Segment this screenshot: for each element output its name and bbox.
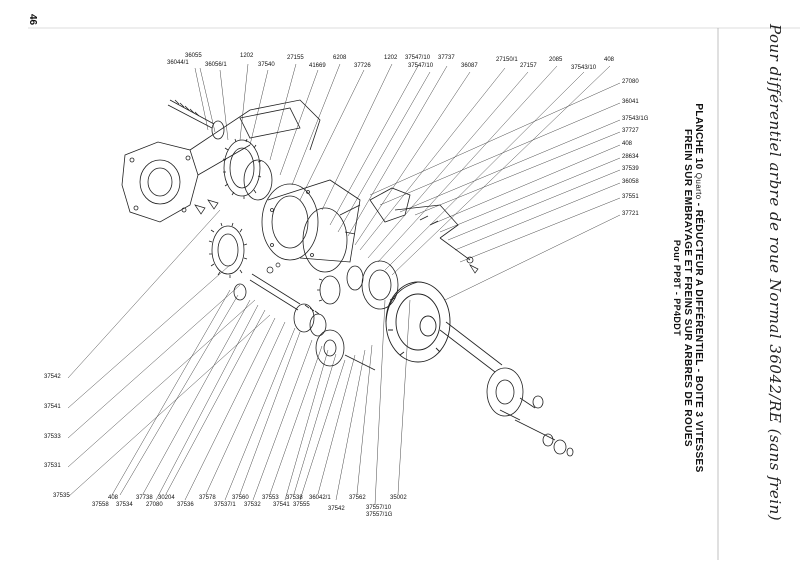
plate-title: PLANCHE 10 Quarto - RÉDUCTEUR A DIFFÉREN… — [672, 92, 704, 484]
part-label: 1202 — [240, 53, 254, 59]
part-label: 37543/1G — [622, 116, 649, 122]
spider-gears — [317, 260, 399, 310]
part-label: 27157 — [520, 63, 537, 69]
part-label: 1202 — [384, 55, 398, 61]
part-label: 36041 — [622, 99, 639, 105]
output-axle — [439, 321, 574, 457]
part-label: 37558 — [92, 502, 109, 508]
part-label: 37534 — [116, 502, 133, 508]
part-label: 37557/10 — [366, 505, 392, 511]
part-label: 37535 — [53, 493, 70, 499]
part-label: 28634 — [622, 154, 639, 160]
part-label: 37551 — [622, 194, 639, 200]
part-label: 37547/10 — [408, 63, 434, 69]
part-label: 37553 — [262, 495, 279, 501]
part-label: 36042/1 — [309, 495, 331, 501]
part-label: 37538 — [286, 495, 303, 501]
part-label: 37727 — [622, 128, 639, 134]
part-label: 30204 — [158, 495, 175, 501]
part-label: 37541 — [44, 404, 61, 410]
plate-format: Quarto — [694, 172, 703, 200]
gearbox-housing — [121, 99, 321, 223]
part-label: 37541 — [273, 502, 290, 508]
part-label: 27080 — [146, 502, 163, 508]
part-label: 408 — [108, 495, 119, 501]
part-label: 41669 — [309, 63, 326, 69]
plate-heading: - RÉDUCTEUR A DIFFÉRENTIEL - BOITE 3 VIT… — [693, 202, 704, 473]
part-label: 37533 — [44, 434, 61, 440]
part-label: 37539 — [622, 166, 639, 172]
part-label: 27155 — [287, 55, 304, 61]
part-label: 37738 — [136, 495, 153, 501]
part-label: 37531 — [44, 463, 61, 469]
brake-drum — [385, 281, 451, 363]
part-label: 408 — [622, 141, 633, 147]
part-label: 36056/1 — [205, 62, 227, 68]
part-label: 37555 — [293, 502, 310, 508]
plate-number: PLANCHE 10 — [693, 103, 704, 170]
small-parts — [194, 199, 479, 274]
lower-shaft-assembly — [233, 273, 376, 371]
title-line-1: PLANCHE 10 Quarto - RÉDUCTEUR A DIFFÉREN… — [693, 92, 704, 484]
leader-lines — [67, 63, 621, 506]
part-label: 37578 — [199, 495, 216, 501]
part-label: 37547/10 — [405, 55, 431, 61]
part-label: 2085 — [549, 57, 563, 63]
part-label: 36055 — [185, 53, 202, 59]
differential-housing — [261, 179, 361, 273]
part-label: 37532 — [244, 502, 261, 508]
part-label: 36058 — [622, 179, 639, 185]
part-label: 37726 — [354, 63, 371, 69]
part-label: 35002 — [390, 495, 407, 501]
title-line-3: Pour PP8T - PP4DDT — [672, 239, 682, 337]
part-label: 6208 — [333, 55, 347, 61]
part-label: 27150/1 — [496, 57, 518, 63]
part-label: 37562 — [349, 495, 366, 501]
part-label: 37542 — [328, 506, 345, 512]
part-label: 37737 — [438, 55, 455, 61]
part-label: 37537/1 — [214, 502, 236, 508]
part-label: 37542 — [44, 374, 61, 380]
part-label: 37543/10 — [571, 65, 597, 71]
handwritten-note: Pour différentiel arbre de roue Normal 3… — [766, 24, 784, 522]
part-label: 37560 — [232, 495, 249, 501]
part-label: 27080 — [622, 79, 639, 85]
input-shaft — [167, 99, 225, 140]
brake-arms — [339, 187, 474, 264]
part-label: 37557/1G — [366, 512, 393, 518]
part-label: 37721 — [622, 211, 639, 217]
part-label: 408 — [604, 57, 615, 63]
title-line-2: FREIN SUR EMBRAYAGE ET FREINS SUR ARBRES… — [682, 129, 693, 447]
part-label: 36044/1 — [167, 60, 189, 66]
part-label: 36087 — [461, 63, 478, 69]
gear-cluster — [208, 138, 273, 278]
part-label: 37536 — [177, 502, 194, 508]
part-label: 37540 — [258, 62, 275, 68]
